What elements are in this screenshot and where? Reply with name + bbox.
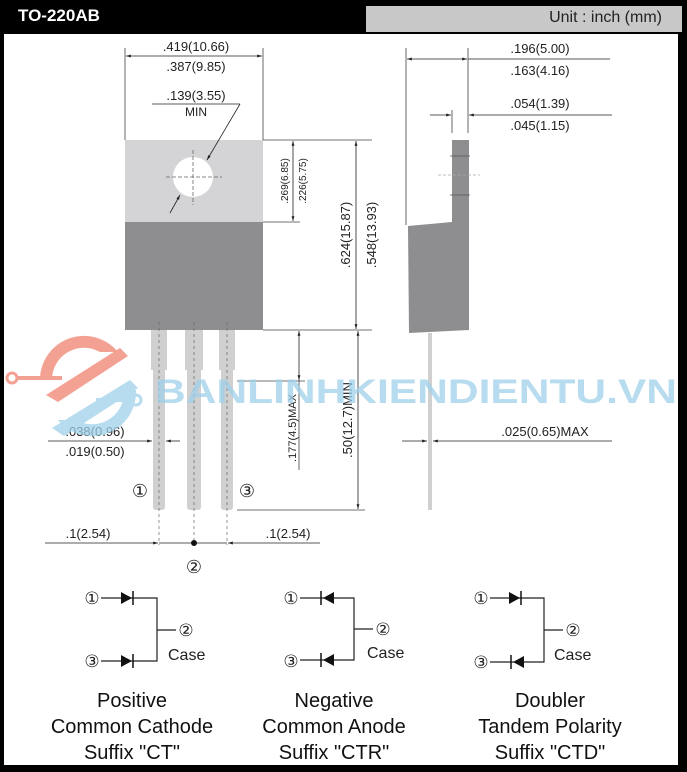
diode-icon [121,655,132,667]
watermark: BANLINHKIENDIENTU.VN [5,335,677,437]
caption-line: Suffix "CTD" [494,742,606,764]
caption-line: Doubler [514,690,586,712]
thickness-max-label: .196(5.00) [510,41,569,56]
diode-icon [509,592,520,604]
pitch-left-label: .1(2.54) [66,526,111,541]
tab-height-min-label: .226(5.75) [298,158,309,204]
diode-icon [121,592,132,604]
caption-line: Suffix "CT" [83,742,181,764]
thickness-min-label: .163(4.16) [510,63,569,78]
lead-length-label: .50(12.7)MIN [340,382,355,458]
width-max-label: .419(10.66) [163,39,230,54]
watermark-text: BANLINHKIENDIENTU.VN [155,373,677,411]
case-label: Case [168,647,205,664]
diode-icon [323,592,334,604]
caption-line: Positive [96,690,168,712]
tab-thickness-max-label: .054(1.39) [510,96,569,111]
schematic-pin2: ② [178,621,193,640]
caption-ctr: Negative Common Anode Suffix "CTR" [224,688,444,766]
case-label: Case [367,645,404,662]
caption-line: Tandem Polarity [478,716,622,738]
package-body [125,222,263,330]
tab-thickness-min-label: .045(1.15) [510,118,569,133]
caption-line: Negative [294,690,374,712]
caption-line: Suffix "CTR" [278,742,390,764]
schematic-pin2: ② [565,621,580,640]
hole-dia-note: MIN [185,105,207,119]
lead-width-min-label: .019(0.50) [65,444,124,459]
schematic-pin1: ① [84,589,99,608]
schematic-pin1: ① [473,589,488,608]
pin-1-label: ① [132,481,148,501]
caption-line: Common Anode [262,716,406,738]
unit-label: Unit : inch (mm) [549,9,662,26]
pin-3-label: ③ [239,481,255,501]
diode-icon [513,656,524,668]
schematic-ctd: ① ③ ② Case [473,589,591,672]
unit-box: Unit : inch (mm) [366,6,682,32]
package-drawing: .419(10.66) .387(9.85) .139(3.55) MIN .2… [5,39,677,672]
pin-2-label: ② [186,557,202,577]
hole-dia-label: .139(3.55) [166,88,225,103]
package-title: TO-220AB [18,6,100,25]
diode-icon [323,654,334,666]
caption-ctd: Doubler Tandem Polarity Suffix "CTD" [440,688,660,766]
body-height-max-label: .624(15.87) [338,202,353,269]
lead-thickness-label: .025(0.65)MAX [501,424,589,439]
side-view: .196(5.00) .163(4.16) .054(1.39) .045(1.… [402,41,612,510]
schematic-pin3: ③ [473,653,488,672]
side-lead [428,333,432,510]
schematic-pin1: ① [283,589,298,608]
caption-ct: Positive Common Cathode Suffix "CT" [19,688,245,766]
schematic-pin2: ② [375,620,390,639]
pitch-right-label: .1(2.54) [266,526,311,541]
schematic-ct: ① ③ ② Case [84,589,205,671]
drawing-canvas: .419(10.66) .387(9.85) .139(3.55) MIN .2… [4,34,678,765]
tab-height-max-label: .269(6.85) [280,158,291,204]
caption-line: Common Cathode [50,716,214,738]
lead-shoulder-label: .177(4.5)MAX [287,393,299,462]
front-view: .419(10.66) .387(9.85) .139(3.55) MIN .2… [45,39,379,577]
schematic-pin3: ③ [84,652,99,671]
schematic-pin3: ③ [283,652,298,671]
case-label: Case [554,647,591,664]
body-height-min-label: .548(13.93) [364,202,379,269]
schematic-ctr: ① ③ ② Case [283,589,404,671]
width-min-label: .387(9.85) [166,59,225,74]
side-profile [408,140,469,333]
watermark-logo-icon [5,335,143,437]
